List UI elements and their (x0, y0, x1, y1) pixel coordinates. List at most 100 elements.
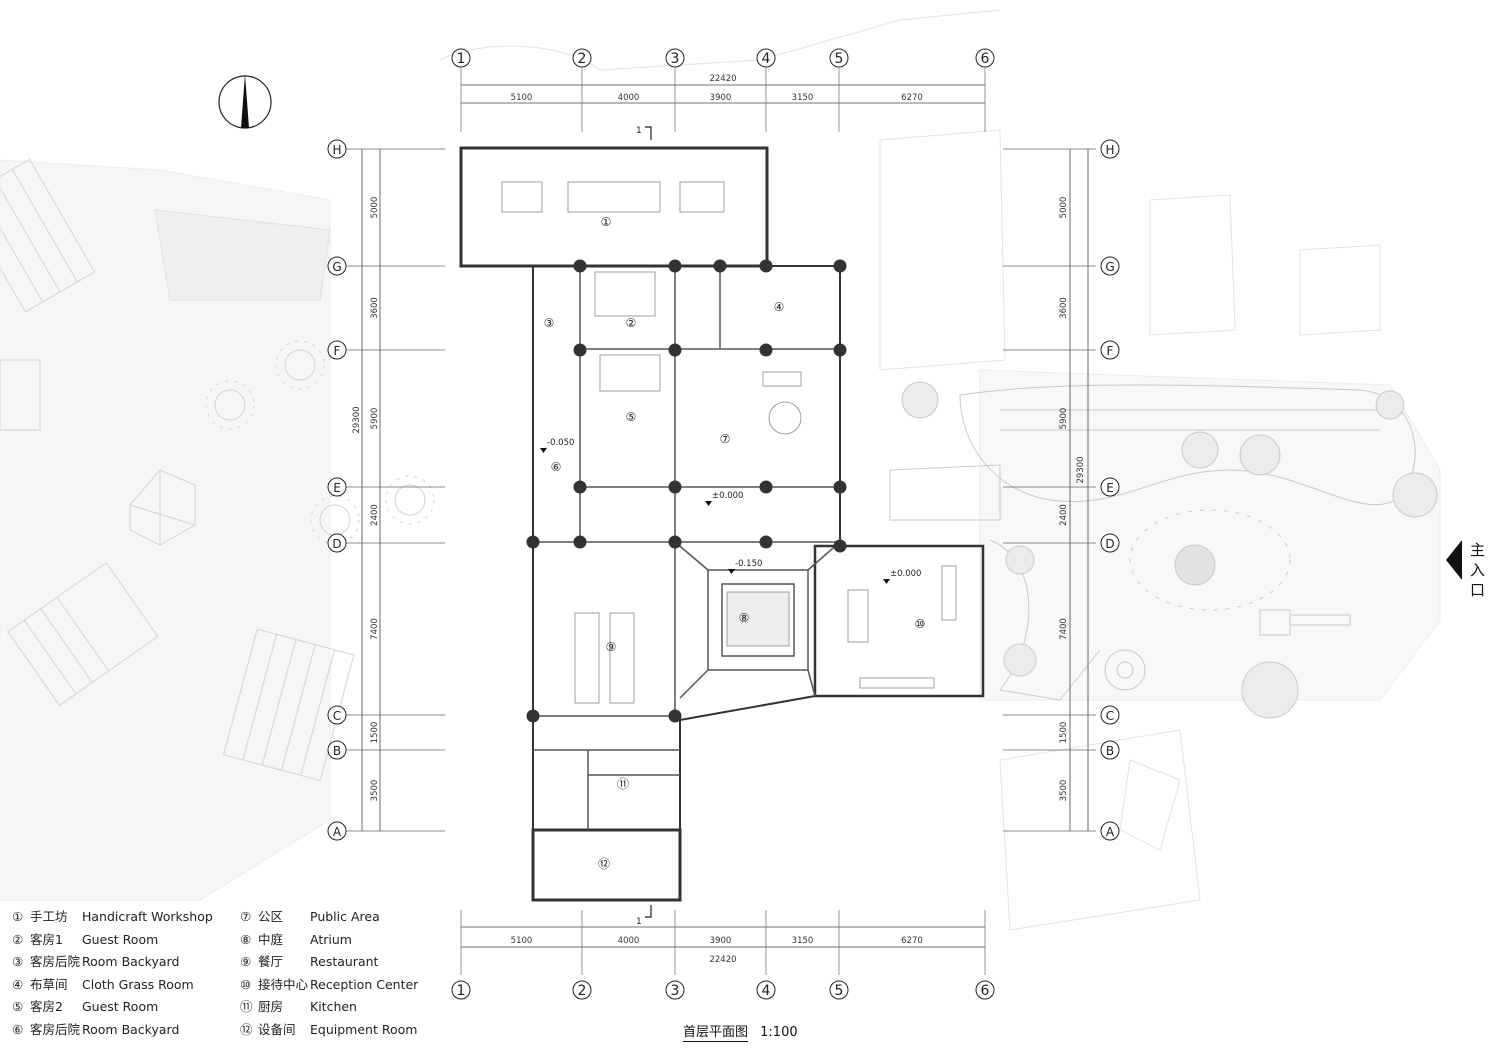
drawing-title: 首层平面图 1:100 (683, 1021, 798, 1042)
axis-label-row-F-left: F (334, 344, 341, 358)
legend-number: ⑪ (240, 999, 253, 1015)
legend-english-name: Atrium (310, 931, 352, 947)
axis-bubble-col-2-bottom (572, 980, 592, 1000)
dim-v-right-1: 3600 (1059, 297, 1069, 319)
dim-v-total-right: 29300 (1076, 456, 1086, 483)
dim-v-left-6: 3500 (370, 780, 380, 802)
room-tag-1: ① (601, 215, 612, 229)
grid-column-lines (460, 68, 986, 975)
room-tag-12: ⑫ (598, 857, 610, 871)
column-3 (759, 259, 773, 273)
axis-label-col-4-top: 4 (762, 51, 771, 67)
legend-number: ⑩ (240, 976, 252, 992)
axis-bubble-row-G-right (1100, 256, 1120, 276)
legend-english-name: Public Area (310, 909, 380, 924)
column-13 (526, 535, 540, 549)
section-mark-top: 1 (636, 126, 642, 136)
axis-bubble-row-D-right (1100, 533, 1120, 553)
legend-number: ⑨ (240, 954, 252, 970)
garden-pavilions (0, 158, 435, 782)
column-19 (668, 709, 682, 723)
axis-label-col-1-bottom: 1 (457, 983, 466, 999)
room-tag-9: ⑨ (606, 640, 617, 654)
column-6 (668, 343, 682, 357)
level-marks: -0.050±0.000-0.150±0.000 (540, 438, 921, 584)
main-entrance-marker (1446, 540, 1462, 584)
legend-chinese-name: 客房1 (30, 931, 63, 947)
column-10 (668, 480, 682, 494)
axis-bubble-row-F-left (327, 340, 347, 360)
axis-bubble-row-C-right (1100, 705, 1120, 725)
dimension-labels: 5100510040004000390039003150315062706270… (352, 74, 1086, 965)
column-17 (833, 539, 847, 553)
dim-h-bottom-4: 6270 (901, 936, 923, 946)
axis-bubble-row-D-left (327, 533, 347, 553)
axis-label-row-A-right: A (1106, 825, 1115, 839)
legend-english-name: Room Backyard (82, 954, 180, 970)
dim-h-bottom-3: 3150 (792, 936, 814, 946)
dim-h-total-bottom: 22420 (709, 955, 736, 965)
axis-bubble-row-B-right (1100, 740, 1120, 760)
column-11 (759, 480, 773, 494)
legend-row-11: ⑪ 厨房 Kitchen (240, 996, 357, 1015)
dim-v-left-5: 1500 (370, 722, 380, 744)
axis-bubble-row-C-left (327, 705, 347, 725)
axis-bubble-col-5-bottom (829, 980, 849, 1000)
level-text-3: ±0.000 (890, 569, 921, 579)
column-16 (759, 535, 773, 549)
axis-bubble-col-1-top (451, 48, 471, 68)
room-tag-6: ⑥ (551, 460, 562, 474)
dim-v-right-2: 5900 (1059, 408, 1069, 430)
legend-english-name: Kitchen (310, 999, 357, 1015)
axis-label-row-B-left: B (333, 744, 341, 758)
dim-h-bottom-0: 5100 (511, 936, 533, 946)
drawing-scale: 1:100 (760, 1025, 798, 1040)
column-8 (833, 343, 847, 357)
dim-h-bottom-2: 3900 (710, 936, 732, 946)
axis-label-col-5-bottom: 5 (835, 983, 844, 999)
dim-v-right-6: 3500 (1059, 780, 1069, 802)
legend-number: ④ (12, 976, 24, 992)
dim-v-right-3: 2400 (1059, 504, 1069, 526)
axis-label-row-A-left: A (333, 825, 342, 839)
axis-label-row-G-right: G (1105, 260, 1114, 274)
legend-number: ⑫ (240, 1022, 253, 1037)
legend-number: ⑧ (240, 931, 252, 947)
column-2 (713, 259, 727, 273)
axis-bubble-col-4-bottom (756, 980, 776, 1000)
axis-bubble-row-E-left (327, 477, 347, 497)
section-marks (645, 126, 652, 918)
room-tag-5: ⑤ (626, 410, 637, 424)
dim-h-bottom-1: 4000 (618, 936, 640, 946)
legend-number: ⑥ (12, 1022, 24, 1037)
room-tag-7: ⑦ (720, 432, 731, 446)
axis-bubble-col-2-top (572, 48, 592, 68)
legend-english-name: Guest Room (82, 931, 159, 947)
level-text-2: -0.150 (735, 559, 762, 569)
legend-number: ③ (12, 954, 24, 970)
axis-bubble-row-A-right (1100, 821, 1120, 841)
legend-chinese-name: 客房后院 (30, 1022, 81, 1037)
dim-h-top-1: 4000 (618, 93, 640, 103)
legend-chinese-name: 公区 (258, 909, 284, 924)
legend-chinese-name: 厨房 (258, 999, 284, 1015)
axis-label-col-6-bottom: 6 (981, 983, 990, 999)
legend-english-name: Reception Center (310, 976, 419, 992)
axis-label-col-2-bottom: 2 (578, 983, 587, 999)
legend-chinese-name: 接待中心 (258, 976, 309, 992)
legend-english-name: Cloth Grass Room (82, 976, 194, 992)
column-0 (573, 259, 587, 273)
dim-v-total-left: 29300 (352, 406, 362, 433)
dim-h-top-3: 3150 (792, 93, 814, 103)
axis-bubble-col-3-bottom (665, 980, 685, 1000)
axis-bubble-col-5-top (829, 48, 849, 68)
axis-bubble-row-H-left (327, 139, 347, 159)
axis-label-col-4-bottom: 4 (762, 983, 771, 999)
legend-chinese-name: 布草间 (30, 976, 68, 992)
column-9 (573, 480, 587, 494)
